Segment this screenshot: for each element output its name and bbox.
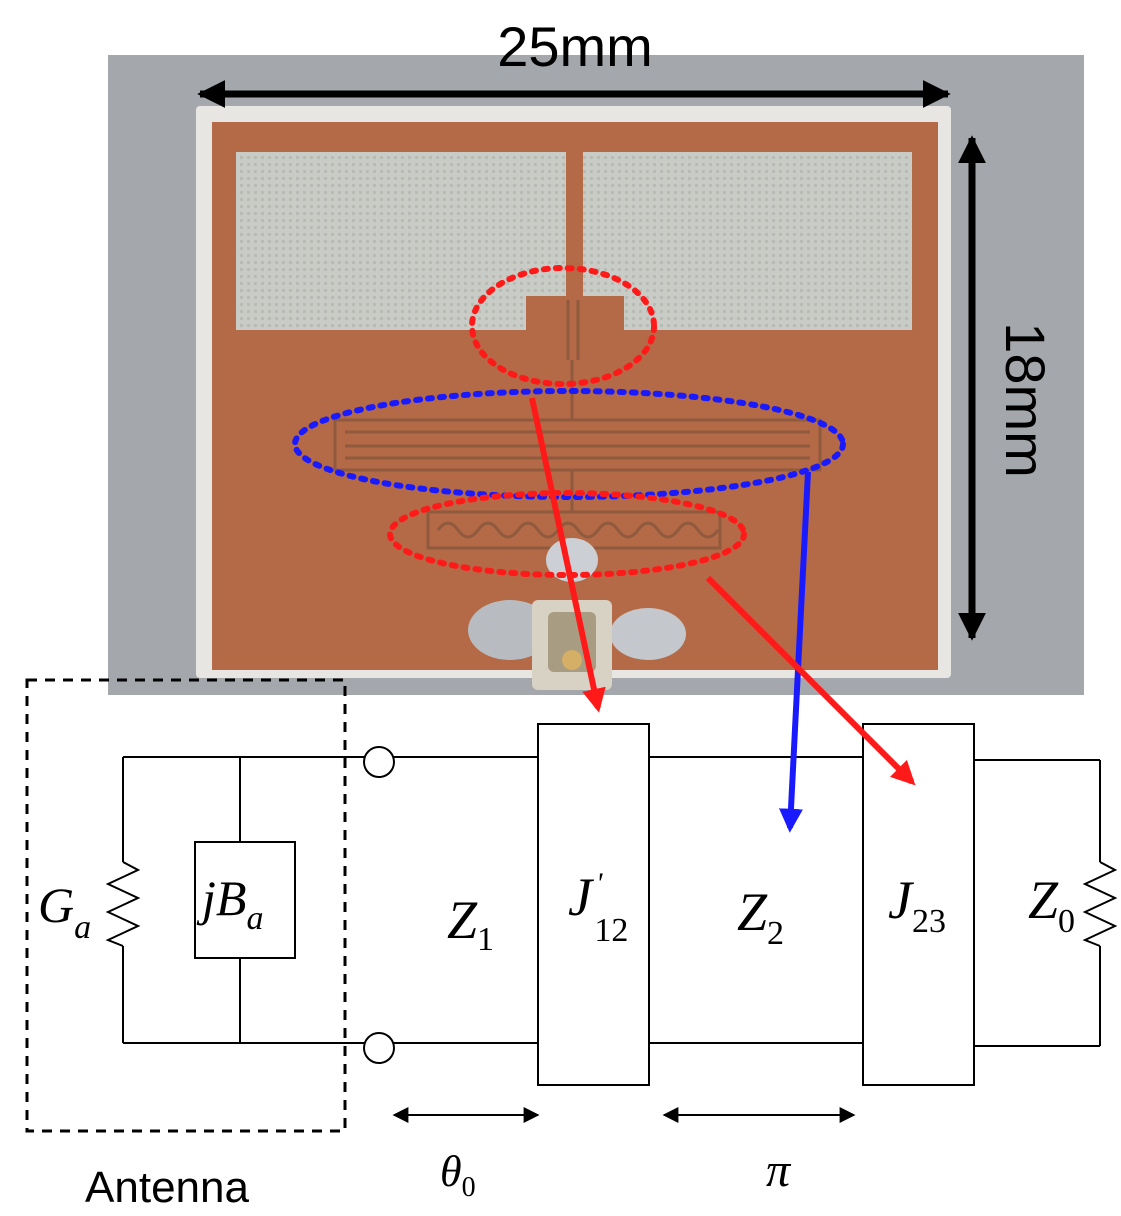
conductance-label: Ga bbox=[38, 877, 91, 946]
equivalent-circuit bbox=[25, 678, 1118, 1133]
susceptance-label: jBa bbox=[196, 870, 263, 937]
port-terminal-top bbox=[363, 746, 395, 778]
pi-label: π bbox=[766, 1144, 792, 1197]
j12-label: J'12 bbox=[568, 867, 628, 949]
z1-label: Z1 bbox=[447, 890, 494, 958]
load-resistor bbox=[1082, 861, 1118, 947]
theta-label: θ0 bbox=[440, 1147, 476, 1203]
red-marker-ellipse-bottom bbox=[387, 490, 747, 578]
conductance-resistor bbox=[105, 861, 141, 947]
j12-inverter-box bbox=[537, 723, 650, 1086]
blue-mapping-arrow-z2 bbox=[778, 471, 811, 833]
j23-label: J23 bbox=[888, 870, 946, 940]
sma-connector bbox=[468, 538, 686, 690]
antenna-dashed-box bbox=[25, 678, 347, 1133]
height-label: 18mm bbox=[994, 322, 1057, 478]
antenna-label: Antenna bbox=[85, 1163, 249, 1212]
feed-slit bbox=[566, 152, 583, 170]
antenna-photo bbox=[108, 55, 1084, 695]
red-mapping-arrow-j23 bbox=[705, 575, 916, 786]
width-label: 25mm bbox=[497, 15, 653, 78]
slot-right bbox=[583, 152, 912, 330]
port-terminal-bottom bbox=[363, 1032, 395, 1064]
red-marker-ellipse-top bbox=[469, 265, 657, 387]
blue-marker-ellipse bbox=[292, 388, 846, 500]
resonator-traces bbox=[333, 300, 822, 550]
z2-label: Z2 bbox=[737, 882, 784, 952]
j23-inverter-box bbox=[862, 723, 975, 1086]
z0-label: Z0 bbox=[1028, 870, 1075, 940]
susceptance-box bbox=[194, 841, 296, 959]
red-mapping-arrow-j12 bbox=[529, 397, 606, 713]
slot-left bbox=[236, 152, 566, 330]
